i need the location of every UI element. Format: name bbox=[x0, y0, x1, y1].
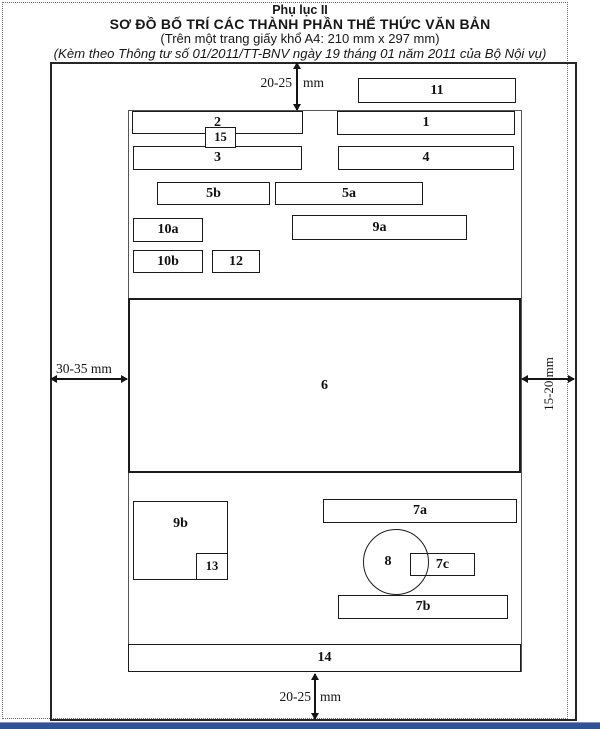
left-margin-label: 30-35 mm bbox=[56, 361, 112, 376]
arrowhead-down-icon bbox=[310, 713, 319, 720]
box-7b: 7b bbox=[338, 595, 508, 619]
top-margin-value: 20-25 bbox=[260, 75, 293, 90]
arrowhead-up-icon bbox=[292, 62, 301, 69]
left-margin-arrow bbox=[50, 374, 128, 383]
attribution-line: (Kèm theo Thông tư số 01/2011/TT-BNV ngà… bbox=[53, 46, 547, 61]
bottom-margin-unit: mm bbox=[320, 689, 342, 704]
arrowhead-left-icon bbox=[521, 374, 528, 383]
box-5a: 5a bbox=[275, 182, 423, 205]
box-1: 1 bbox=[337, 111, 515, 135]
box-6: 6 bbox=[128, 298, 521, 473]
arrowhead-up-icon bbox=[310, 673, 319, 680]
page-subtitle: (Trên một trang giấy khổ A4: 210 mm x 29… bbox=[160, 31, 440, 46]
top-margin-arrow bbox=[292, 62, 301, 111]
arrowhead-down-icon bbox=[292, 104, 301, 111]
arrowhead-right-icon bbox=[121, 374, 128, 383]
box-11: 11 bbox=[358, 78, 516, 103]
top-margin-unit: mm bbox=[303, 75, 325, 90]
box-9b: 9b bbox=[133, 501, 228, 580]
scan-dotted-border bbox=[2, 2, 568, 719]
circle-8: 8 bbox=[363, 529, 429, 595]
page-title: SƠ ĐỒ BỐ TRÍ CÁC THÀNH PHẦN THỂ THỨC VĂN… bbox=[109, 16, 491, 32]
bottom-bar bbox=[0, 722, 600, 729]
box-3: 3 bbox=[133, 146, 302, 170]
box-4: 4 bbox=[338, 146, 514, 170]
appendix-label: Phụ lục II bbox=[272, 3, 328, 17]
arrowhead-left-icon bbox=[50, 374, 57, 383]
arrowhead-right-icon bbox=[568, 374, 575, 383]
bottom-margin-arrow bbox=[310, 673, 319, 720]
box-10b: 10b bbox=[133, 250, 203, 273]
box-10a: 10a bbox=[133, 218, 203, 242]
bottom-margin-value: 20-25 bbox=[279, 689, 312, 704]
box-7c: 7c bbox=[410, 553, 475, 576]
right-margin-arrow bbox=[521, 374, 575, 383]
box-15: 15 bbox=[205, 127, 236, 148]
box-5b: 5b bbox=[157, 182, 270, 205]
right-margin-label: 15-20 mm bbox=[541, 357, 556, 411]
box-7a: 7a bbox=[323, 499, 517, 523]
box-14: 14 bbox=[128, 644, 521, 672]
box-12: 12 bbox=[212, 250, 260, 273]
a4-page-outline bbox=[50, 62, 577, 721]
box-9a: 9a bbox=[292, 215, 467, 240]
document-header: Phụ lục II SƠ ĐỒ BỐ TRÍ CÁC THÀNH PHẦN T… bbox=[0, 3, 600, 61]
box-13: 13 bbox=[196, 553, 228, 580]
